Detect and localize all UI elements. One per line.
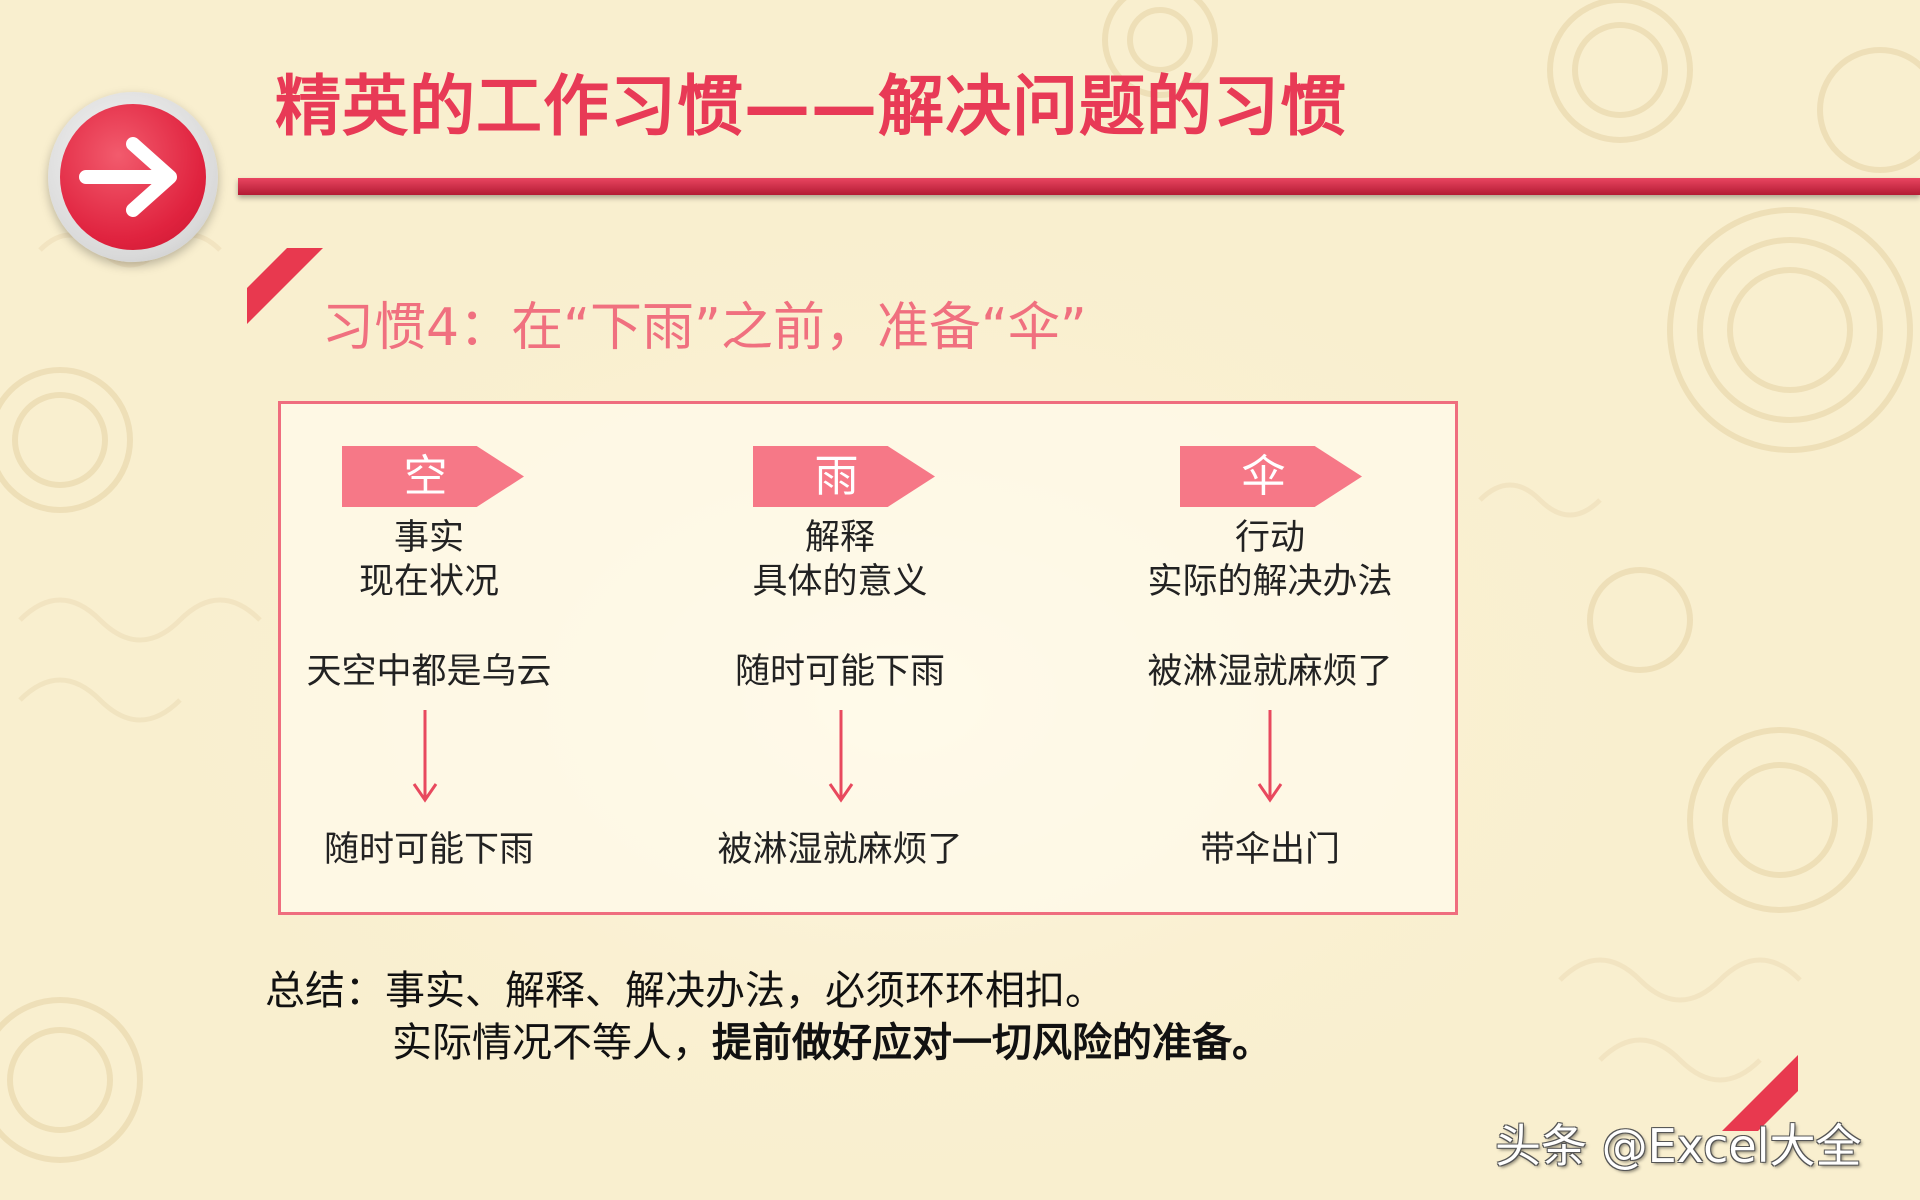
summary-line-2: 实际情况不等人，提前做好应对一切风险的准备。 [392,1017,1272,1069]
title-underline-bar [238,178,1920,195]
habit-subtitle: 习惯4：在“下雨”之前，准备“伞” [322,298,1087,358]
column-example: 被淋湿就麻烦了 [1147,652,1393,692]
summary-line-2-emphasis: 提前做好应对一切风险的准备。 [712,1020,1272,1066]
down-arrow-icon [828,710,854,803]
column-label-primary: 事实 [393,518,464,558]
column-example: 随时可能下雨 [734,652,945,692]
down-arrow-icon [412,710,438,803]
column-label-primary: 行动 [1234,518,1305,558]
watermark: 头条 @Excel大全 [1495,1119,1862,1173]
corner-slash-decoration-bottom [1722,1055,1798,1131]
column-example: 天空中都是乌云 [306,652,552,692]
column-result: 随时可能下雨 [323,830,534,870]
down-arrow-icon [1257,710,1283,803]
summary-block: 总结：事实、解释、解决办法，必须环环相扣。 实际情况不等人，提前做好应对一切风险… [265,965,1272,1066]
tag-label: 雨 [814,451,859,502]
column-label-secondary: 实际的解决办法 [1147,562,1393,602]
tag-label: 伞 [1241,451,1286,502]
column-result: 带伞出门 [1199,830,1340,870]
arrow-badge [48,92,218,262]
column-label-primary: 解释 [804,518,875,558]
summary-line-2-text: 实际情况不等人， [392,1020,712,1066]
corner-slash-decoration [247,248,323,324]
page-title: 精英的工作习惯——解决问题的习惯 [275,68,1347,145]
right-arrow-icon [79,137,177,217]
column-label-secondary: 具体的意义 [752,562,928,602]
column-label-secondary: 现在状况 [358,562,499,602]
column-result: 被淋湿就麻烦了 [717,830,963,870]
tag-label: 空 [403,451,448,502]
summary-line-1: 总结：事实、解释、解决办法，必须环环相扣。 [265,968,1105,1014]
